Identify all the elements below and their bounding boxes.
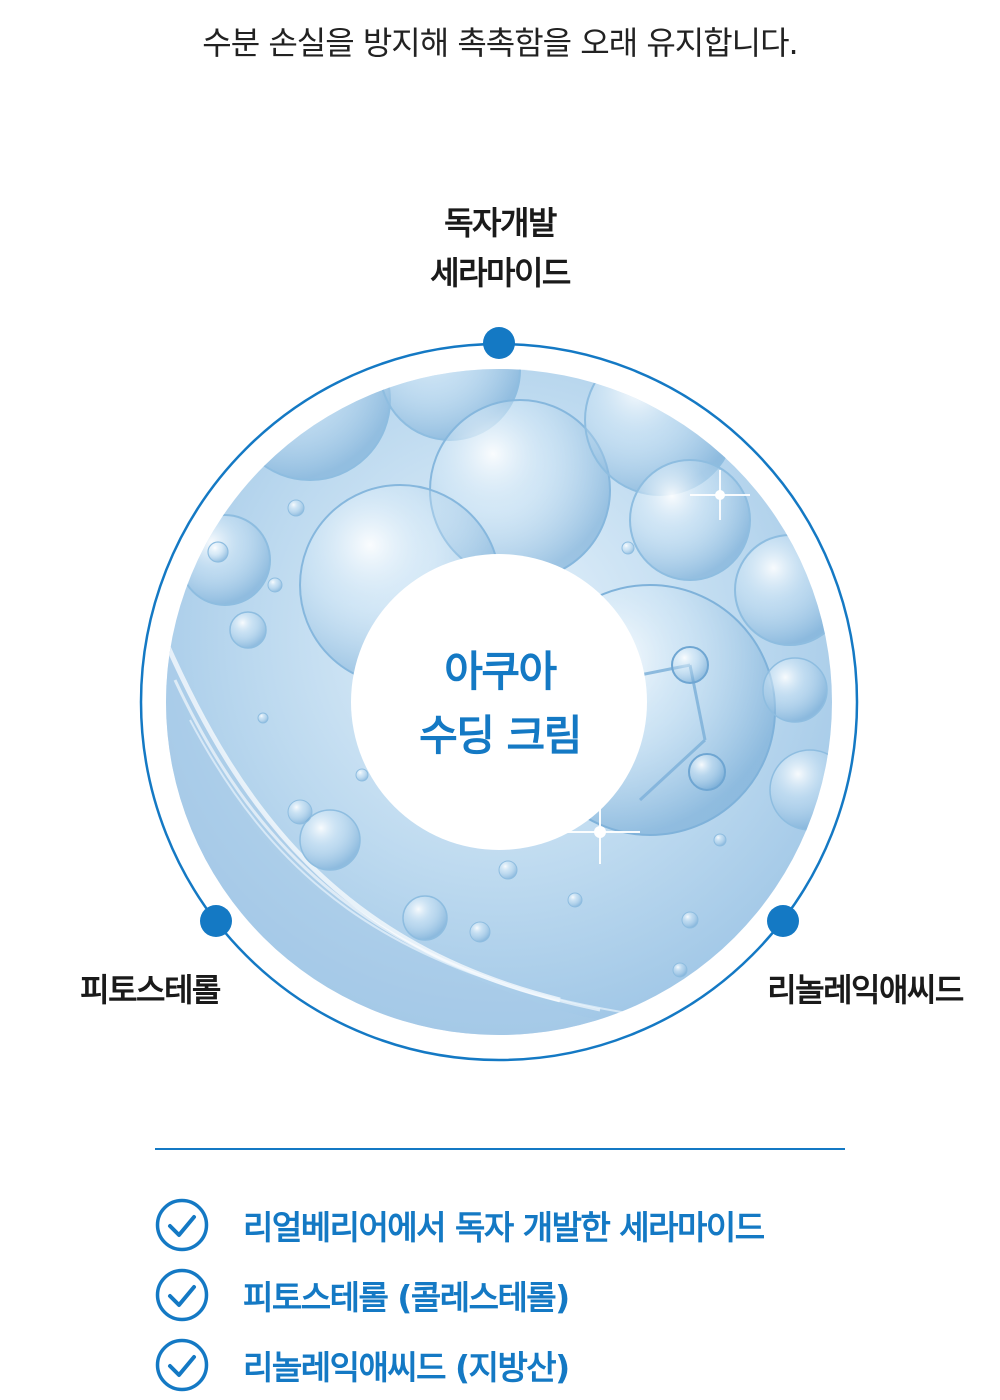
check-circle-icon [155, 1338, 209, 1392]
node-dot-right [767, 905, 799, 937]
node-label-ceramide-line1: 독자개발 [444, 204, 557, 242]
feature-text: 피토스테롤 (콜레스테롤) [243, 1278, 570, 1317]
node-label-ceramide-line2: 세라마이드 [430, 254, 571, 292]
check-circle-icon [155, 1198, 209, 1252]
node-label-ceramide: 독자개발 세라마이드 [300, 198, 700, 298]
feature-text: 리얼베리어에서 독자 개발한 세라마이드 [243, 1208, 765, 1247]
product-name-line2: 수딩 크림 [419, 711, 582, 760]
node-dot-top [483, 327, 515, 359]
feature-item: 리얼베리어에서 독자 개발한 세라마이드 [155, 1190, 855, 1260]
node-label-phytosterol: 피토스테롤 [80, 971, 221, 1009]
center-disc [351, 554, 647, 850]
product-name: 아쿠아 수딩 크림 [350, 640, 650, 768]
check-circle-icon [155, 1268, 209, 1322]
feature-item: 피토스테롤 (콜레스테롤) [155, 1260, 855, 1330]
intro-text: 수분 손실을 방지해 촉촉함을 오래 유지합니다. [202, 24, 798, 62]
node-label-linoleic-acid: 리놀레익애씨드 [767, 971, 964, 1009]
section-divider [155, 1148, 845, 1150]
ingredient-diagram [139, 327, 859, 1062]
feature-item: 리놀레익애씨드 (지방산) [155, 1330, 855, 1400]
feature-list: 리얼베리어에서 독자 개발한 세라마이드 피토스테롤 (콜레스테롤) 리놀레익애… [155, 1190, 855, 1400]
product-name-line1: 아쿠아 [444, 647, 557, 696]
feature-text: 리놀레익애씨드 (지방산) [243, 1348, 570, 1387]
node-dot-left [200, 905, 232, 937]
